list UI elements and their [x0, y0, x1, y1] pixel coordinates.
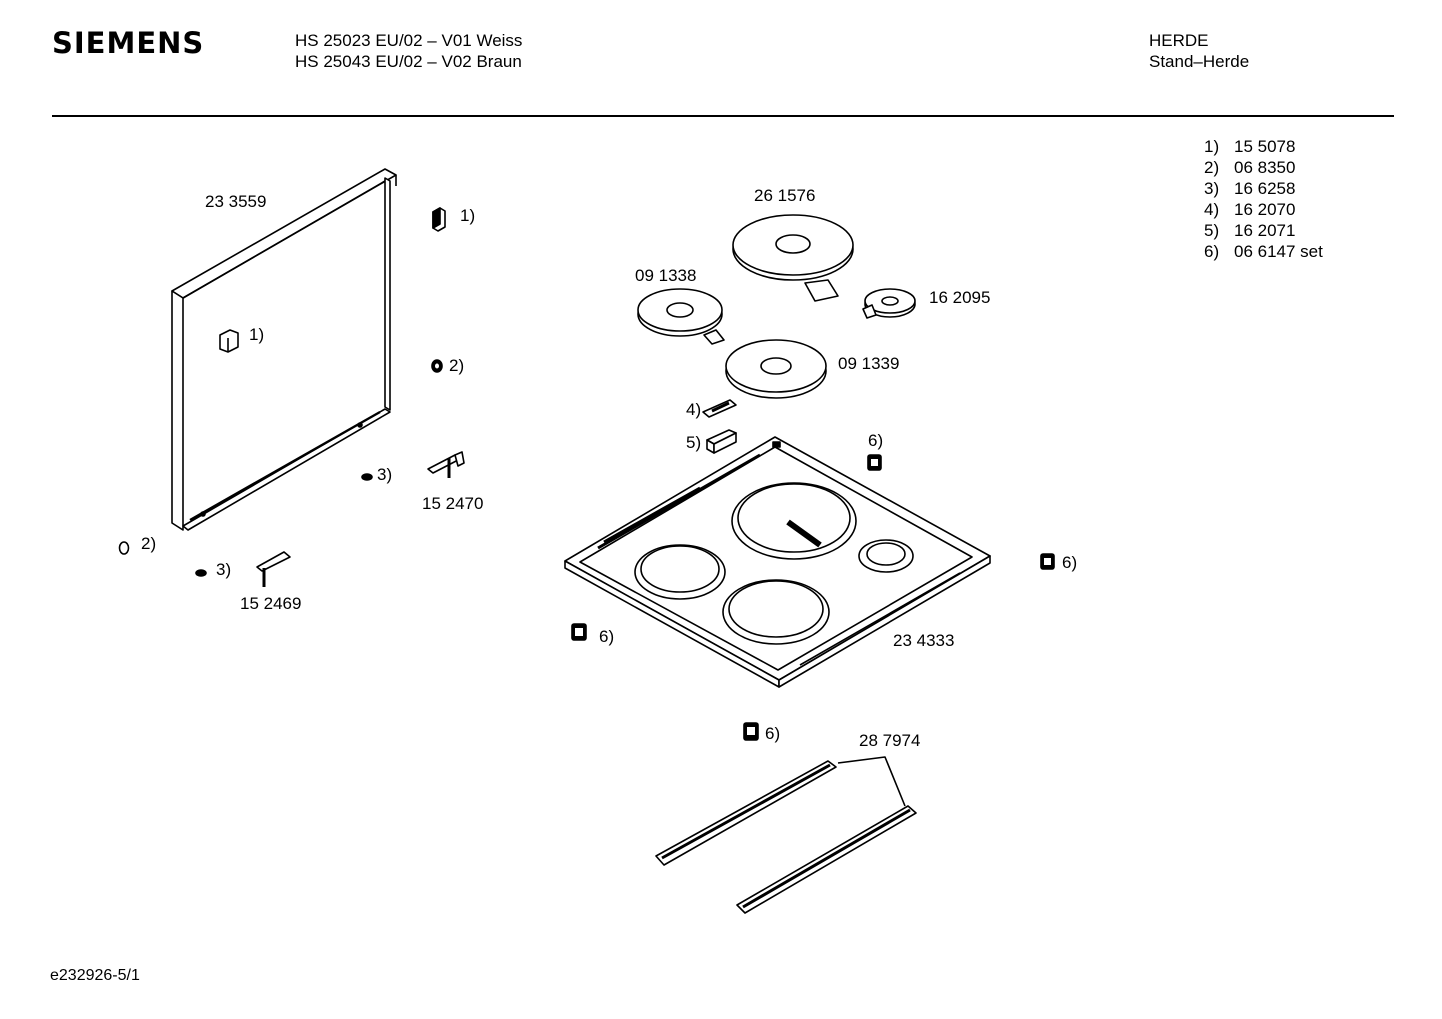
- nut-icon: [571, 623, 587, 641]
- grommet-icon: [431, 359, 443, 373]
- legend-ref: 1): [1204, 137, 1220, 156]
- legend-row: 2) 06 8350: [1204, 157, 1323, 178]
- legend-part: 15 5078: [1234, 137, 1296, 156]
- hotplate-small: [862, 288, 916, 319]
- nut-icon: [743, 722, 759, 741]
- part-label-large-plate: 26 1576: [754, 186, 816, 205]
- callout-6: 6): [1062, 553, 1078, 572]
- legend-ref: 6): [1204, 242, 1220, 261]
- model-line-1: HS 25023 EU/02 – V01 Weiss: [295, 31, 523, 50]
- legend-ref: 3): [1204, 179, 1220, 198]
- part-label-left-plate: 09 1338: [635, 266, 697, 285]
- part-label-hinge-right: 15 2470: [422, 494, 484, 513]
- hotplate-left: [637, 288, 725, 345]
- washer-icon: [195, 569, 207, 577]
- part-label-hob-plate: 23 4333: [893, 631, 955, 650]
- legend-part: 06 8350: [1234, 158, 1296, 177]
- brand-logo: SIEMENS: [52, 26, 205, 60]
- callout-2: 2): [449, 356, 465, 375]
- legend-ref: 5): [1204, 221, 1220, 240]
- legend-row: 3) 16 6258: [1204, 178, 1323, 199]
- legend-ref: 4): [1204, 200, 1220, 219]
- hotplate-mid: [725, 339, 827, 399]
- callout-3: 3): [377, 465, 393, 484]
- support-rail: [736, 805, 917, 914]
- callout-3: 3): [216, 560, 232, 579]
- terminal-block: [706, 429, 737, 454]
- washer-icon: [361, 473, 373, 481]
- callout-2: 2): [141, 534, 157, 553]
- legend-row: 5) 16 2071: [1204, 220, 1323, 241]
- part-label-frame: 23 3559: [205, 192, 267, 211]
- hinge-right: [427, 451, 465, 478]
- hinge-left: [256, 551, 291, 587]
- part-label-small-plate: 16 2095: [929, 288, 991, 307]
- clip-part-icon: [432, 207, 446, 232]
- legend-row: 6) 06 6147 set: [1204, 241, 1323, 262]
- callout-6: 6): [599, 627, 615, 646]
- parts-legend: 1)15 5078 2)06 8350 3)16 6258 4)16 2070 …: [1204, 136, 1323, 262]
- model-line-2: HS 25043 EU/02 – V02 Braun: [295, 52, 522, 71]
- callout-5: 5): [686, 433, 702, 452]
- frame-panel: [171, 168, 397, 531]
- part-label-rails: 28 7974: [859, 731, 921, 750]
- nut-icon: [1040, 553, 1055, 570]
- part-label-hinge-left: 15 2469: [240, 594, 302, 613]
- legend-row: 1) 15 5078: [1204, 136, 1323, 157]
- legend-part: 16 6258: [1234, 179, 1296, 198]
- clip-part-icon: [219, 329, 239, 353]
- legend-part: 16 2070: [1234, 200, 1296, 219]
- header-divider: [52, 115, 1394, 117]
- subcategory-title: Stand–Herde: [1149, 52, 1250, 71]
- nut-icon: [867, 454, 882, 471]
- part-label-mid-plate: 09 1339: [838, 354, 900, 373]
- legend-ref: 2): [1204, 158, 1220, 177]
- callout-4: 4): [686, 400, 702, 419]
- hotplate-large: [732, 214, 854, 302]
- legend-row: 4) 16 2070: [1204, 199, 1323, 220]
- callout-6: 6): [765, 724, 781, 743]
- leader-line: [837, 756, 906, 807]
- category-title: HERDE: [1149, 31, 1209, 50]
- callout-1: 1): [460, 206, 476, 225]
- drawing-id: e232926-5/1: [50, 967, 140, 984]
- legend-part: 16 2071: [1234, 221, 1296, 240]
- support-rail: [655, 760, 837, 866]
- legend-part: 06 6147 set: [1234, 242, 1323, 261]
- ring-icon: [118, 541, 130, 555]
- hob-plate: [564, 436, 991, 688]
- callout-6: 6): [868, 431, 884, 450]
- callout-1: 1): [249, 325, 265, 344]
